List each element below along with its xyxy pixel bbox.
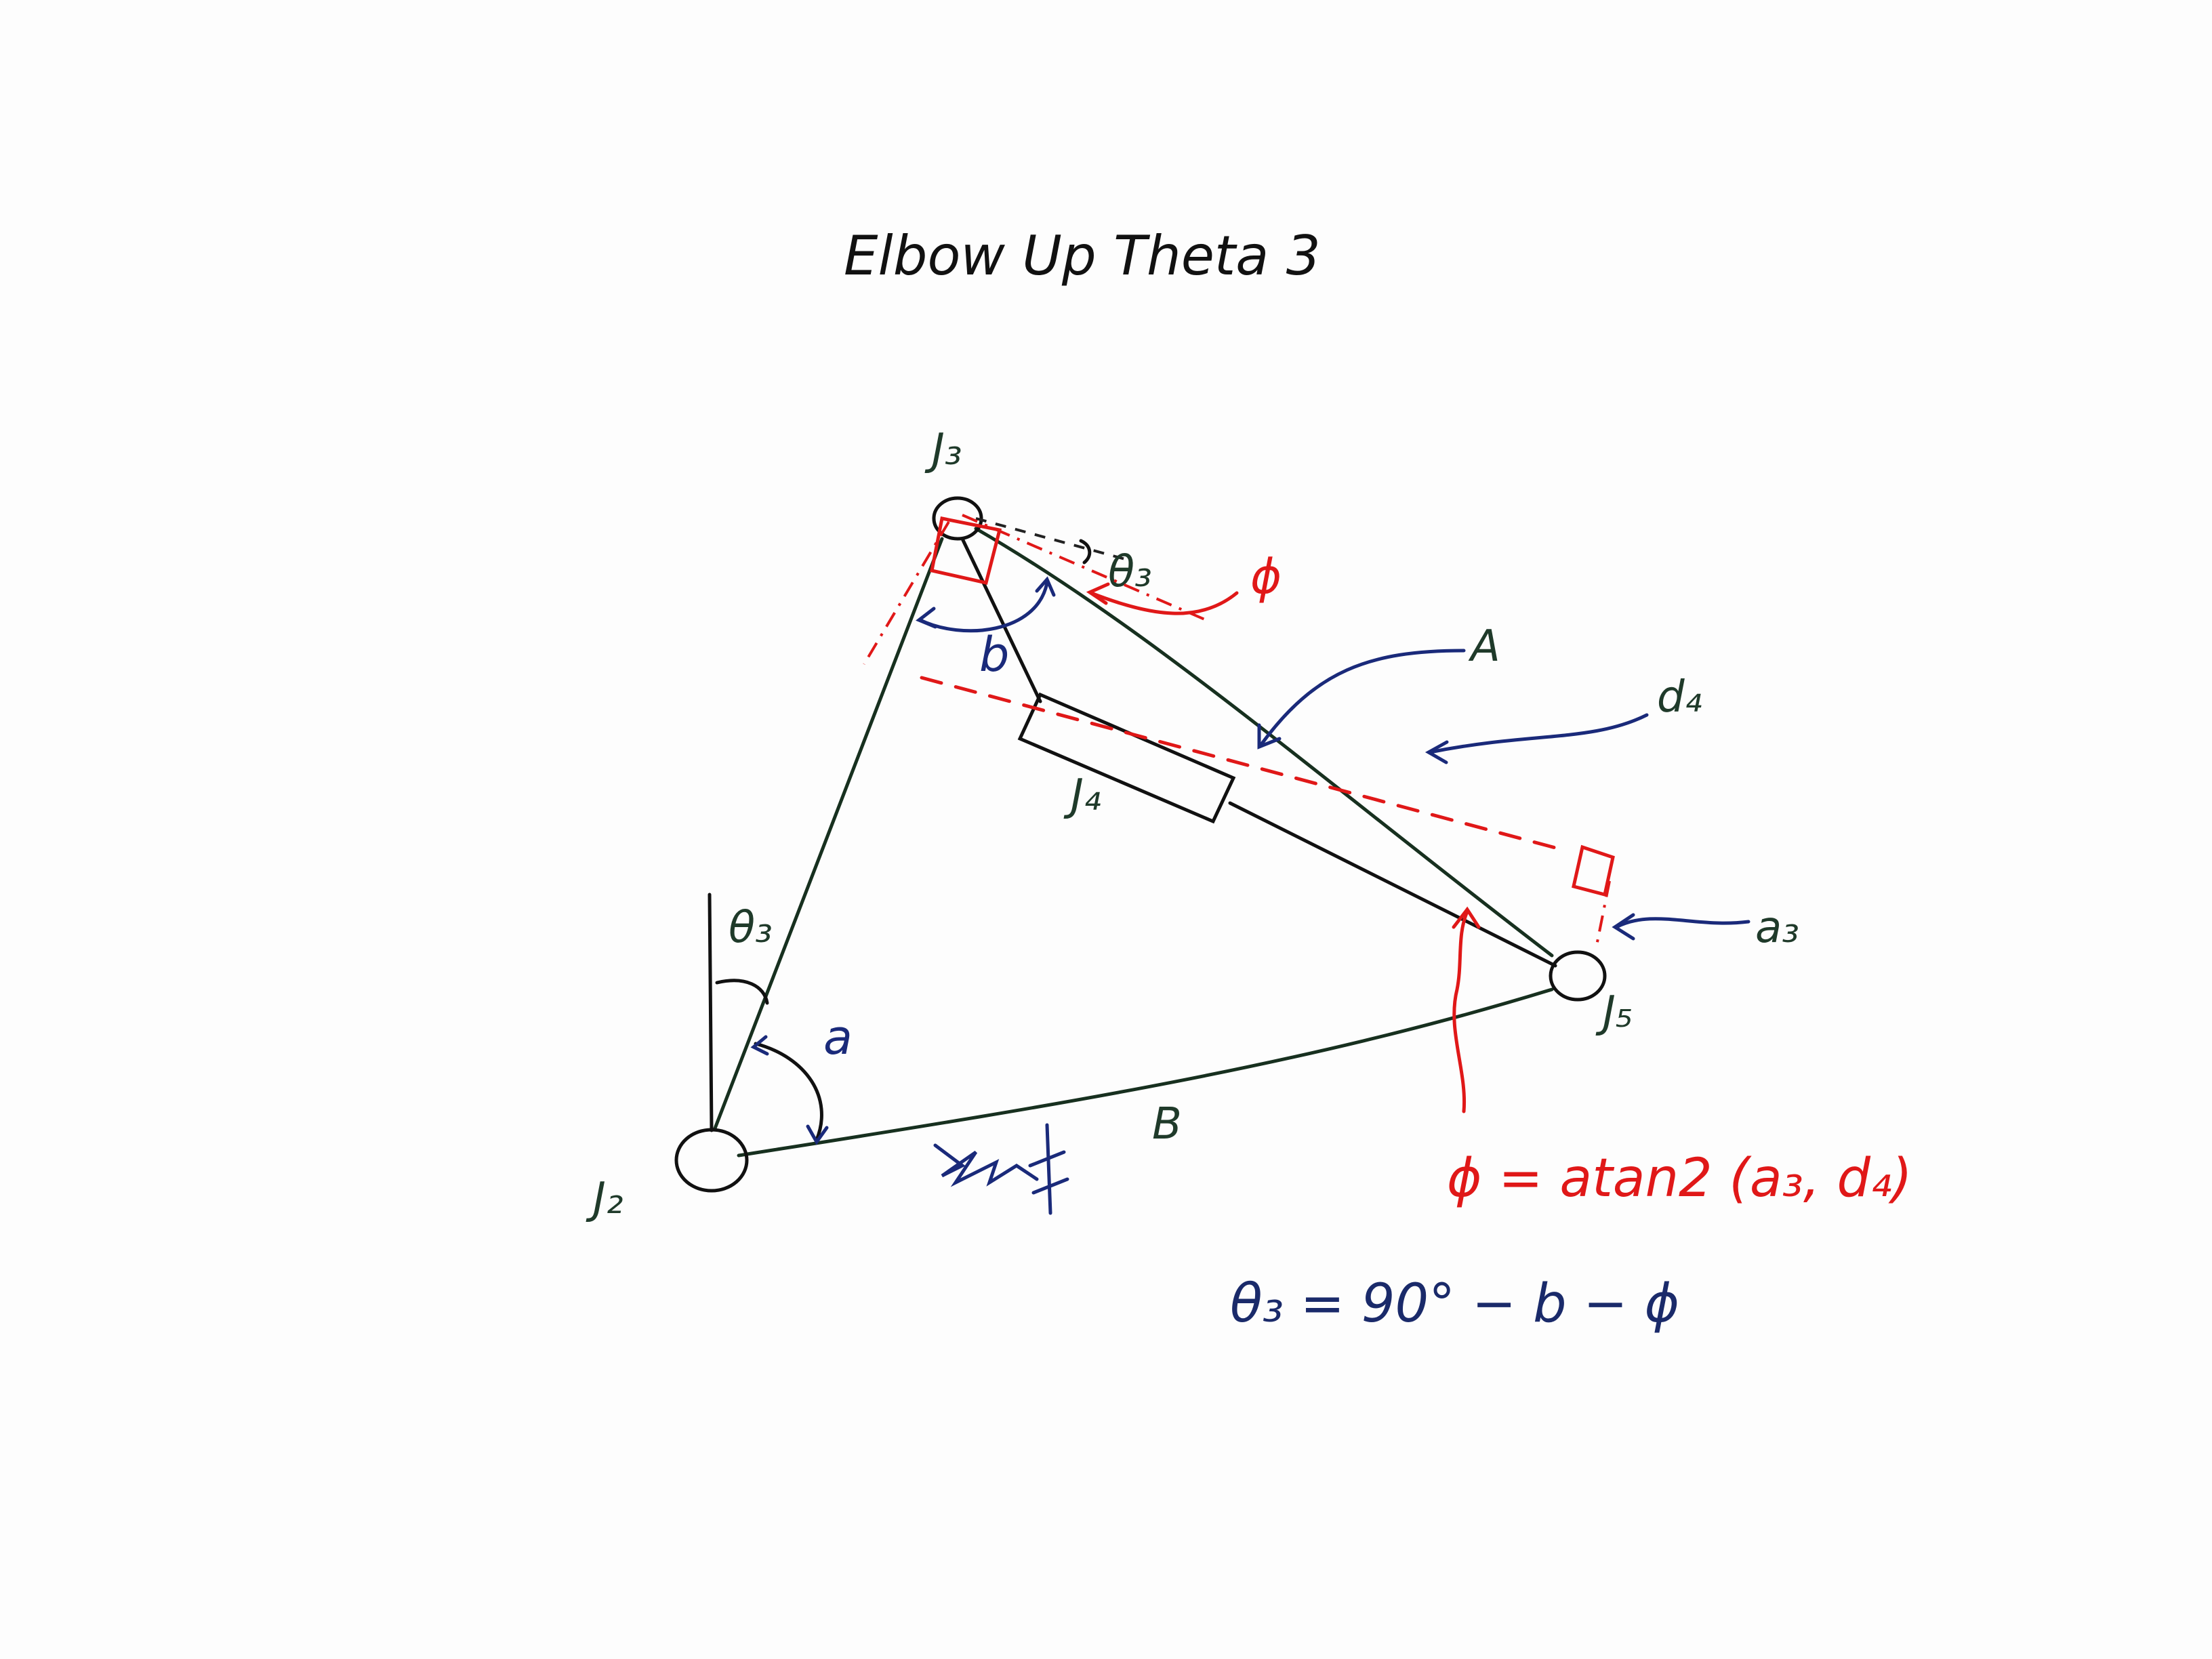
vertical-reference-line <box>708 893 714 1132</box>
segment-a3-pointer-arrowhead <box>1612 913 1635 941</box>
joint-j4-box <box>1017 692 1236 824</box>
segment-a-pointer <box>1258 649 1466 747</box>
construction-line-left <box>863 520 950 665</box>
right-angle-marker-j3 <box>930 516 1002 585</box>
label-phi: ϕ <box>1250 549 1282 605</box>
label-j5: J₅ <box>1595 987 1633 1038</box>
label-j2: J₂ <box>586 1174 623 1224</box>
crossed-out-scribble <box>933 1123 1069 1215</box>
joint-j2-circle <box>674 1128 749 1193</box>
label-segment-d4: d₄ <box>1657 672 1702 722</box>
label-j4: J₄ <box>1063 771 1101 821</box>
phi-equation-arrow <box>1452 909 1469 1113</box>
joint-j3-circle <box>932 496 983 541</box>
angle-b-arc <box>918 581 1049 633</box>
label-theta3-base: θ₃ <box>729 903 773 953</box>
link-a <box>974 527 1554 958</box>
label-segment-b: B <box>1152 1099 1182 1149</box>
segment-d4-pointer-arrowhead <box>1425 740 1449 764</box>
label-segment-a: A <box>1468 621 1500 672</box>
angle-a-arrowhead-bottom <box>806 1124 829 1145</box>
d4-dashed-line <box>920 676 1568 853</box>
joint-j5-circle <box>1549 950 1607 1002</box>
segment-a3-pointer <box>1614 917 1750 929</box>
label-angle-a: a <box>823 1010 853 1065</box>
right-angle-marker-j5 <box>1572 844 1615 897</box>
segment-d4-pointer <box>1428 713 1649 754</box>
construction-line-upper <box>962 514 1207 621</box>
equation-theta3: θ₃ = 90° − b − ϕ <box>1230 1273 1679 1334</box>
theta3-base-arc <box>715 979 769 1005</box>
link-b <box>737 987 1554 1158</box>
diagram-title: Elbow Up Theta 3 <box>844 224 1321 287</box>
a3-dashdot-line <box>1595 880 1611 949</box>
link-j2-j3 <box>713 537 944 1130</box>
label-segment-a3: a₃ <box>1755 903 1799 953</box>
equation-phi: ϕ = atan2 (a₃, d₄) <box>1447 1148 1912 1209</box>
phi-equation-arrowhead <box>1452 906 1481 929</box>
label-angle-b: b <box>979 627 1009 682</box>
link-j4-j5 <box>1228 801 1557 968</box>
angle-a-arrowhead-top <box>750 1035 769 1056</box>
theta3-top-arc <box>1079 539 1092 565</box>
segment-a-pointer-arrowhead <box>1257 723 1282 750</box>
label-theta3-top: θ₃ <box>1108 547 1152 597</box>
angle-a-arc <box>754 1042 823 1142</box>
phi-pointer-arrow <box>1089 591 1239 615</box>
angle-b-arrowhead-left <box>916 607 937 629</box>
angle-b-arrowhead-right <box>1035 576 1056 597</box>
theta3-top-reference-line <box>975 517 1126 560</box>
label-j3: J₃ <box>924 425 962 475</box>
phi-pointer-arrowhead <box>1086 582 1110 605</box>
link-j3-j4 <box>960 537 1042 703</box>
